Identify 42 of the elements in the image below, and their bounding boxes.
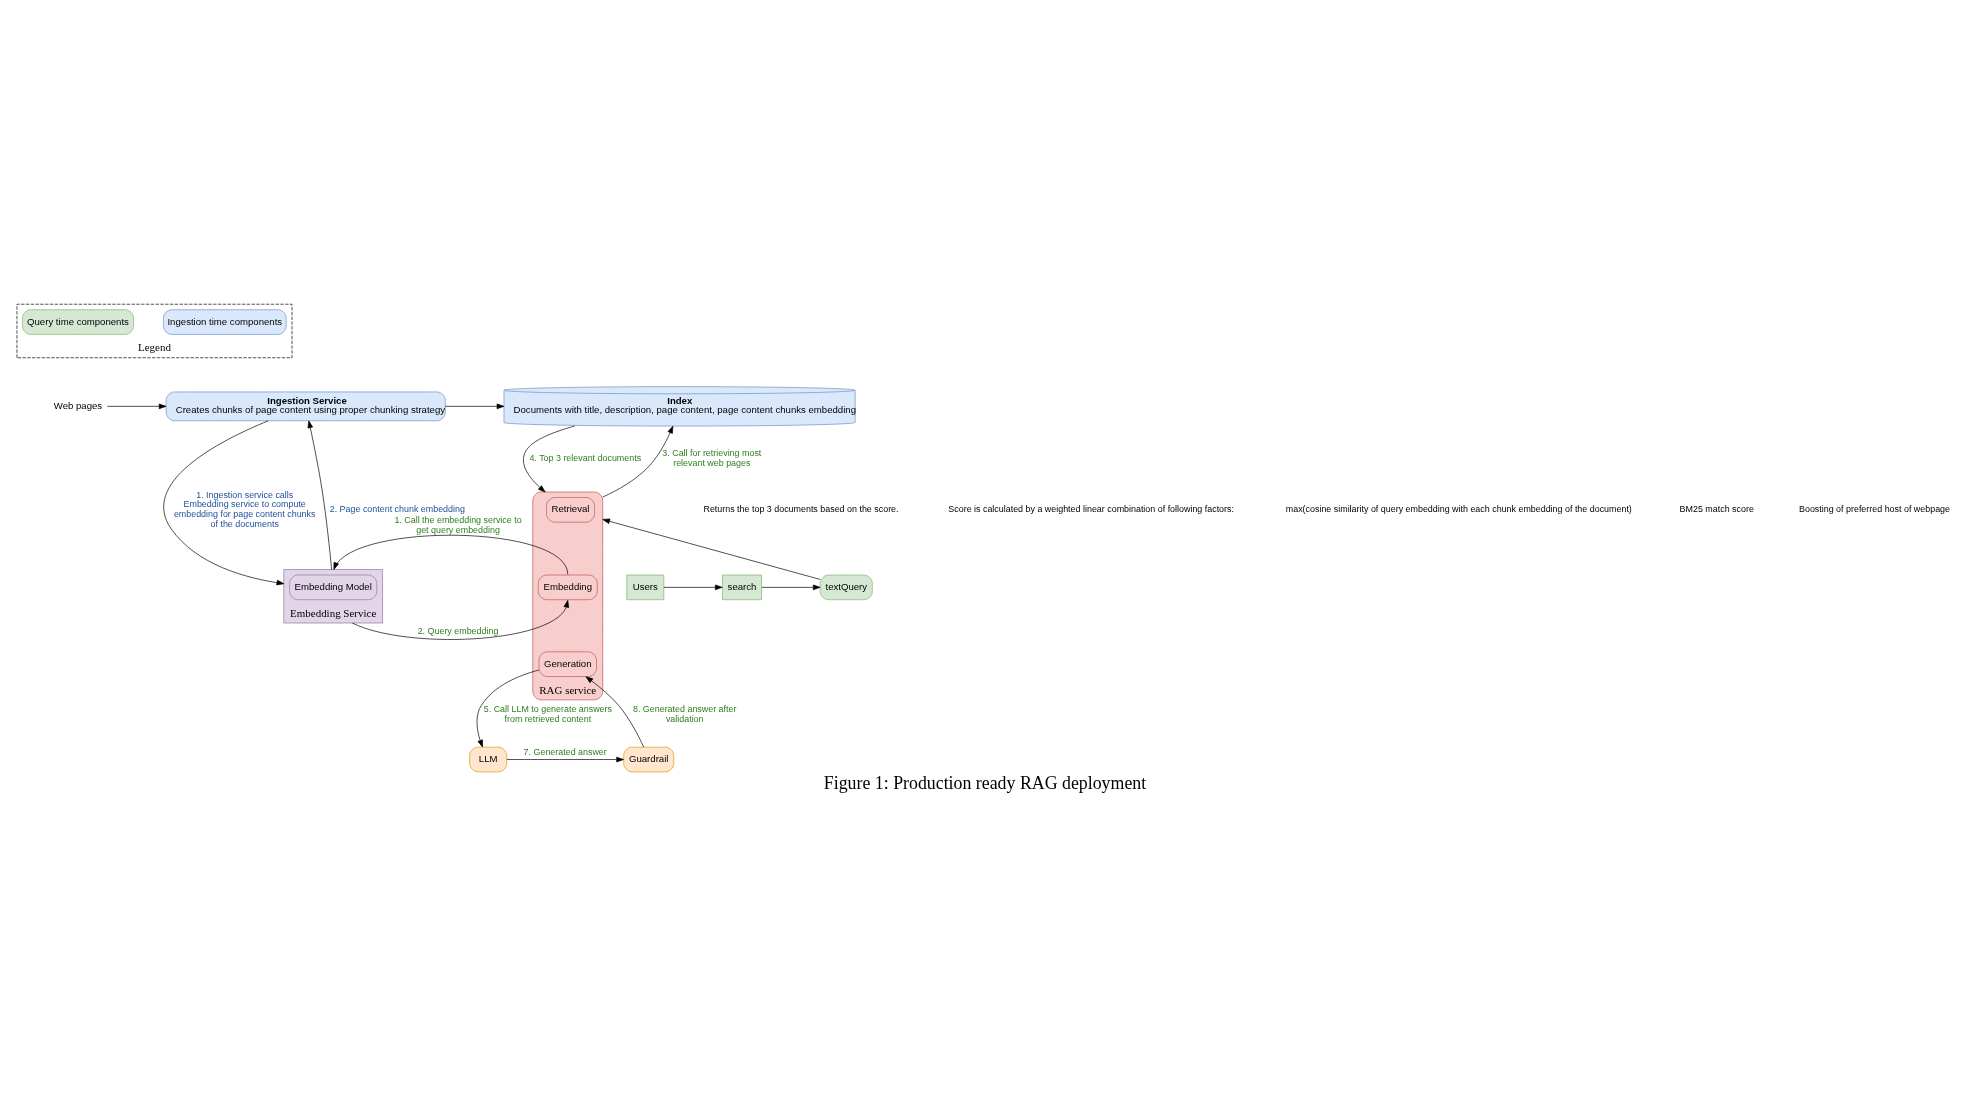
- arrow: [585, 676, 645, 748]
- edge-label: 3. Call for retrieving most relevant web pages: [662, 447, 762, 468]
- node-box: Ingestion Service Creates chunks of page content using proper chunking strategy: [165, 391, 446, 422]
- arrow: [663, 584, 723, 591]
- arrow: [761, 584, 821, 591]
- node-box: Embedding: [537, 574, 598, 601]
- node-text: Web pages: [53, 399, 103, 411]
- node-box: search: [722, 574, 762, 601]
- arrow: [445, 403, 505, 410]
- arrow: [307, 420, 332, 570]
- arrow: [602, 425, 674, 498]
- edge-label: 8. Generated answer after validation: [632, 704, 737, 725]
- node-box: Embedding Model: [289, 574, 378, 601]
- caption: Figure 1: Production ready RAG deployment: [823, 772, 1147, 793]
- node-box: textQuery: [819, 574, 873, 601]
- arrow: [352, 600, 570, 640]
- label: Score is calculated by a weighted linear combination of following factors:: [948, 504, 1234, 515]
- edge-label: 7. Generated answer: [523, 747, 607, 757]
- node-box: Query time components: [22, 309, 134, 335]
- edge-label: 2. Page content chunk embedding: [329, 504, 465, 515]
- arrow: [163, 420, 285, 586]
- node-box: Generation: [538, 651, 597, 677]
- arrow: [506, 756, 624, 763]
- edge-label: 1. Call the embedding service to get query embedding: [394, 515, 522, 535]
- label: max(cosine similarity of query embedding with each chunk embedding of the document): [1285, 504, 1632, 515]
- node-box: Users: [626, 574, 665, 601]
- label: Boosting of preferred host of webpage: [1798, 504, 1951, 515]
- arrow: [476, 669, 540, 748]
- node-box: Retrieval: [546, 497, 595, 523]
- edge-label: 2. Query embedding: [417, 625, 499, 636]
- label: Returns the top 3 documents based on the score.: [703, 504, 899, 515]
- arrow: [333, 534, 569, 575]
- node-box: Ingestion time components: [163, 309, 287, 335]
- label: BM25 match score: [1679, 504, 1754, 515]
- arrow: [602, 518, 821, 580]
- edge-label: 5. Call LLM to generate answers from retrieved content: [483, 704, 612, 725]
- node-box: Guardrail: [623, 746, 675, 773]
- edge-label: 1. Ingestion service calls Embedding service to compute embedding for page content chunks of the documents: [173, 489, 316, 529]
- edge-label: 4. Top 3 relevant documents: [529, 452, 642, 463]
- arrow: [523, 425, 576, 493]
- arrow: [107, 403, 167, 410]
- node-box: LLM: [469, 746, 508, 773]
